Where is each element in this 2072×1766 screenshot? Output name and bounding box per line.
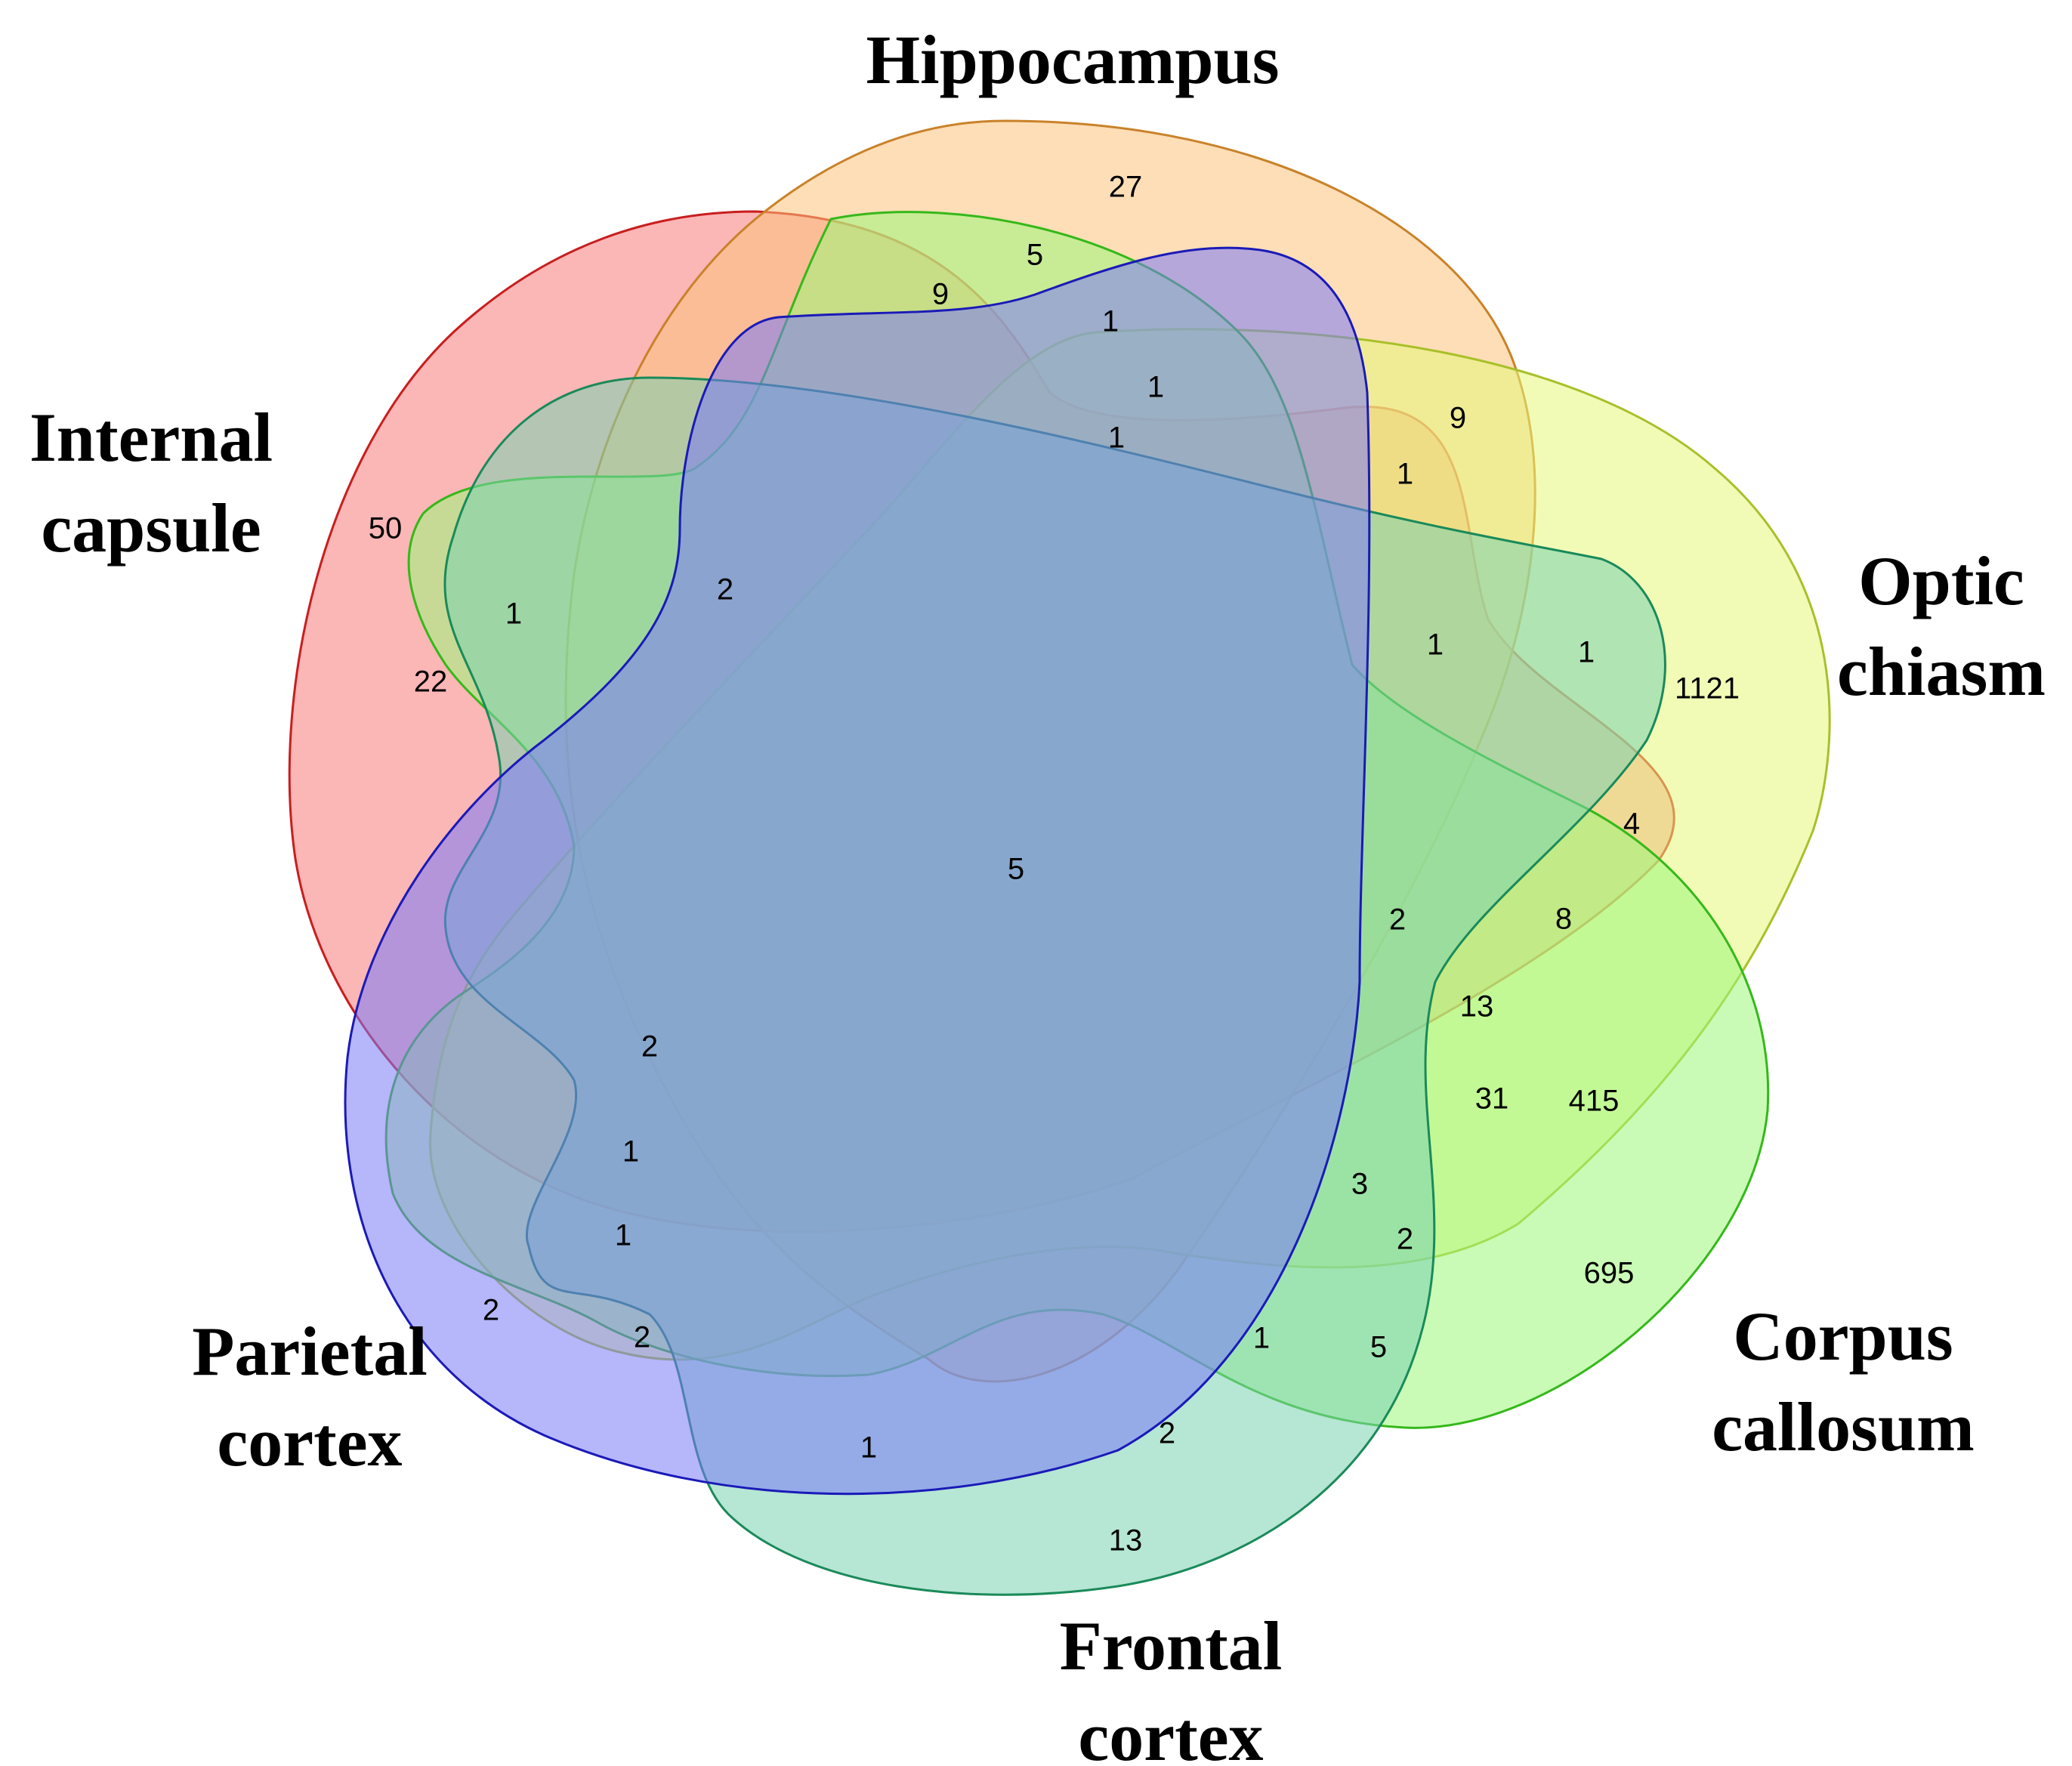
region-count: 27 <box>1109 171 1143 204</box>
region-count: 1 <box>1147 371 1164 404</box>
region-count: 2 <box>1397 1223 1413 1256</box>
set-label-optic: Optic chiasm <box>1837 542 2046 710</box>
region-count: 1 <box>1102 305 1119 338</box>
region-count: 1 <box>1578 636 1595 669</box>
set-label-frontal: Frontal cortex <box>1060 1607 1283 1766</box>
set-label-hippocampus: Hippocampus <box>866 21 1279 98</box>
region-count: 22 <box>414 665 448 699</box>
region-count: 1121 <box>1675 672 1740 705</box>
region-count: 2 <box>634 1321 650 1354</box>
region-count: 2 <box>1159 1417 1175 1450</box>
region-count: 415 <box>1569 1085 1620 1118</box>
region-count: 1 <box>860 1431 877 1465</box>
set-label-corpus: Corpus callosum <box>1712 1298 1975 1465</box>
region-count: 3 <box>1351 1168 1368 1201</box>
region-count: 1 <box>1108 421 1125 455</box>
region-count: 4 <box>1623 807 1640 841</box>
region-count: 9 <box>1450 402 1466 435</box>
region-count: 2 <box>483 1294 499 1327</box>
region-count: 5 <box>1027 239 1043 272</box>
region-count: 1 <box>1427 628 1444 662</box>
set-label-line: cortex <box>217 1403 402 1480</box>
region-count: 1 <box>615 1219 631 1252</box>
region-count: 5 <box>1008 853 1024 886</box>
region-count: 695 <box>1584 1257 1635 1290</box>
set-shapes <box>288 119 1831 1596</box>
region-count: 9 <box>932 278 949 311</box>
set-label-line: Hippocampus <box>866 21 1279 98</box>
region-count: 2 <box>717 573 733 607</box>
set-label-line: Frontal <box>1060 1607 1283 1684</box>
set-label-line: chiasm <box>1837 633 2046 710</box>
set-label-line: capsule <box>41 489 261 567</box>
set-label-line: Corpus <box>1733 1298 1953 1375</box>
region-count: 1 <box>1397 458 1413 491</box>
region-count: 8 <box>1555 903 1572 936</box>
set-label-line: cortex <box>1078 1698 1263 1766</box>
region-count: 31 <box>1475 1082 1509 1116</box>
set-label-line: callosum <box>1712 1388 1975 1465</box>
region-count: 1 <box>622 1135 639 1169</box>
set-label-parietal: Parietal cortex <box>192 1313 428 1480</box>
set-label-internal: Internal capsule <box>29 399 273 567</box>
region-count: 13 <box>1460 990 1494 1023</box>
set-label-line: Parietal <box>192 1313 428 1390</box>
region-count: 2 <box>1389 903 1406 937</box>
set-label-line: Internal <box>29 399 273 476</box>
set-parietal-cortex-shape <box>344 246 1371 1496</box>
region-count: 50 <box>369 512 403 545</box>
region-count: 1 <box>1253 1322 1270 1355</box>
region-count: 2 <box>641 1030 658 1064</box>
region-count: 5 <box>1370 1331 1387 1364</box>
region-count: 13 <box>1109 1524 1143 1558</box>
region-count: 1 <box>505 597 522 631</box>
set-label-line: Optic <box>1858 542 2024 619</box>
